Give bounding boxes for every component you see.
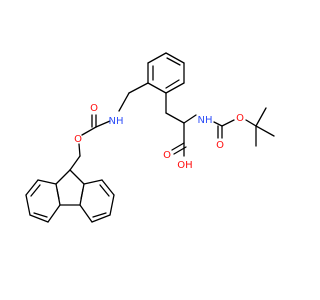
bond: [147, 82, 167, 94]
atom-label-nh-fmoc: NH: [109, 116, 124, 127]
aromatic-double-bond: [99, 184, 110, 197]
bond: [255, 125, 275, 137]
atom-label-o-boc-carbonyl: O: [216, 140, 224, 151]
bond: [91, 214, 111, 223]
bond: [118, 92, 130, 112]
bond: [165, 52, 185, 64]
atom-label-o-fmoc-ester: O: [74, 134, 82, 145]
atom-label-nh-boc: NH: [198, 115, 213, 126]
fluorene-ring-system: [25, 169, 115, 223]
bond: [78, 143, 81, 157]
bond: [221, 119, 235, 127]
chemical-structure-diagram: NH O O NH O O O OH: [25, 52, 275, 223]
bond: [109, 194, 115, 216]
atom-label-o-boc-ester: O: [236, 113, 244, 124]
bond: [25, 194, 31, 216]
aromatic-double-bond: [56, 188, 60, 200]
bond: [183, 114, 197, 124]
bond: [171, 142, 185, 151]
amino-acid-backbone: [165, 92, 197, 157]
bond: [255, 107, 267, 127]
bond: [245, 119, 257, 127]
aromatic-double-bond: [92, 212, 107, 218]
atom-label-o-fmoc-carbonyl: O: [90, 103, 98, 114]
bond: [147, 52, 167, 64]
bond: [101, 179, 115, 196]
bond: [55, 169, 71, 185]
bond: [81, 126, 97, 136]
aromatic-double-bond: [33, 212, 48, 218]
bond: [165, 112, 185, 124]
bond: [95, 120, 111, 128]
boc-carbamate-group: [213, 107, 275, 147]
bond: [25, 179, 39, 196]
atom-labels: NH O O NH O O O OH: [74, 103, 244, 171]
bond: [69, 169, 85, 185]
aromatic-double-bond: [165, 79, 180, 89]
aromatic-double-bond: [30, 184, 41, 197]
bond: [79, 204, 93, 223]
bond: [69, 155, 81, 171]
bond: [83, 179, 103, 185]
aromatic-double-bond: [80, 188, 84, 200]
atom-label-o-acid-carbonyl: O: [163, 150, 171, 161]
bond: [128, 82, 149, 94]
bond: [29, 214, 49, 223]
bond: [37, 179, 57, 185]
fmoc-carbamate-group: [69, 82, 149, 171]
bond: [165, 82, 185, 94]
bond: [213, 121, 223, 127]
atom-label-oh-acid: OH: [177, 160, 192, 171]
aromatic-double-bond: [166, 57, 181, 66]
bond: [47, 204, 61, 223]
central-benzene-ring: [147, 52, 185, 94]
